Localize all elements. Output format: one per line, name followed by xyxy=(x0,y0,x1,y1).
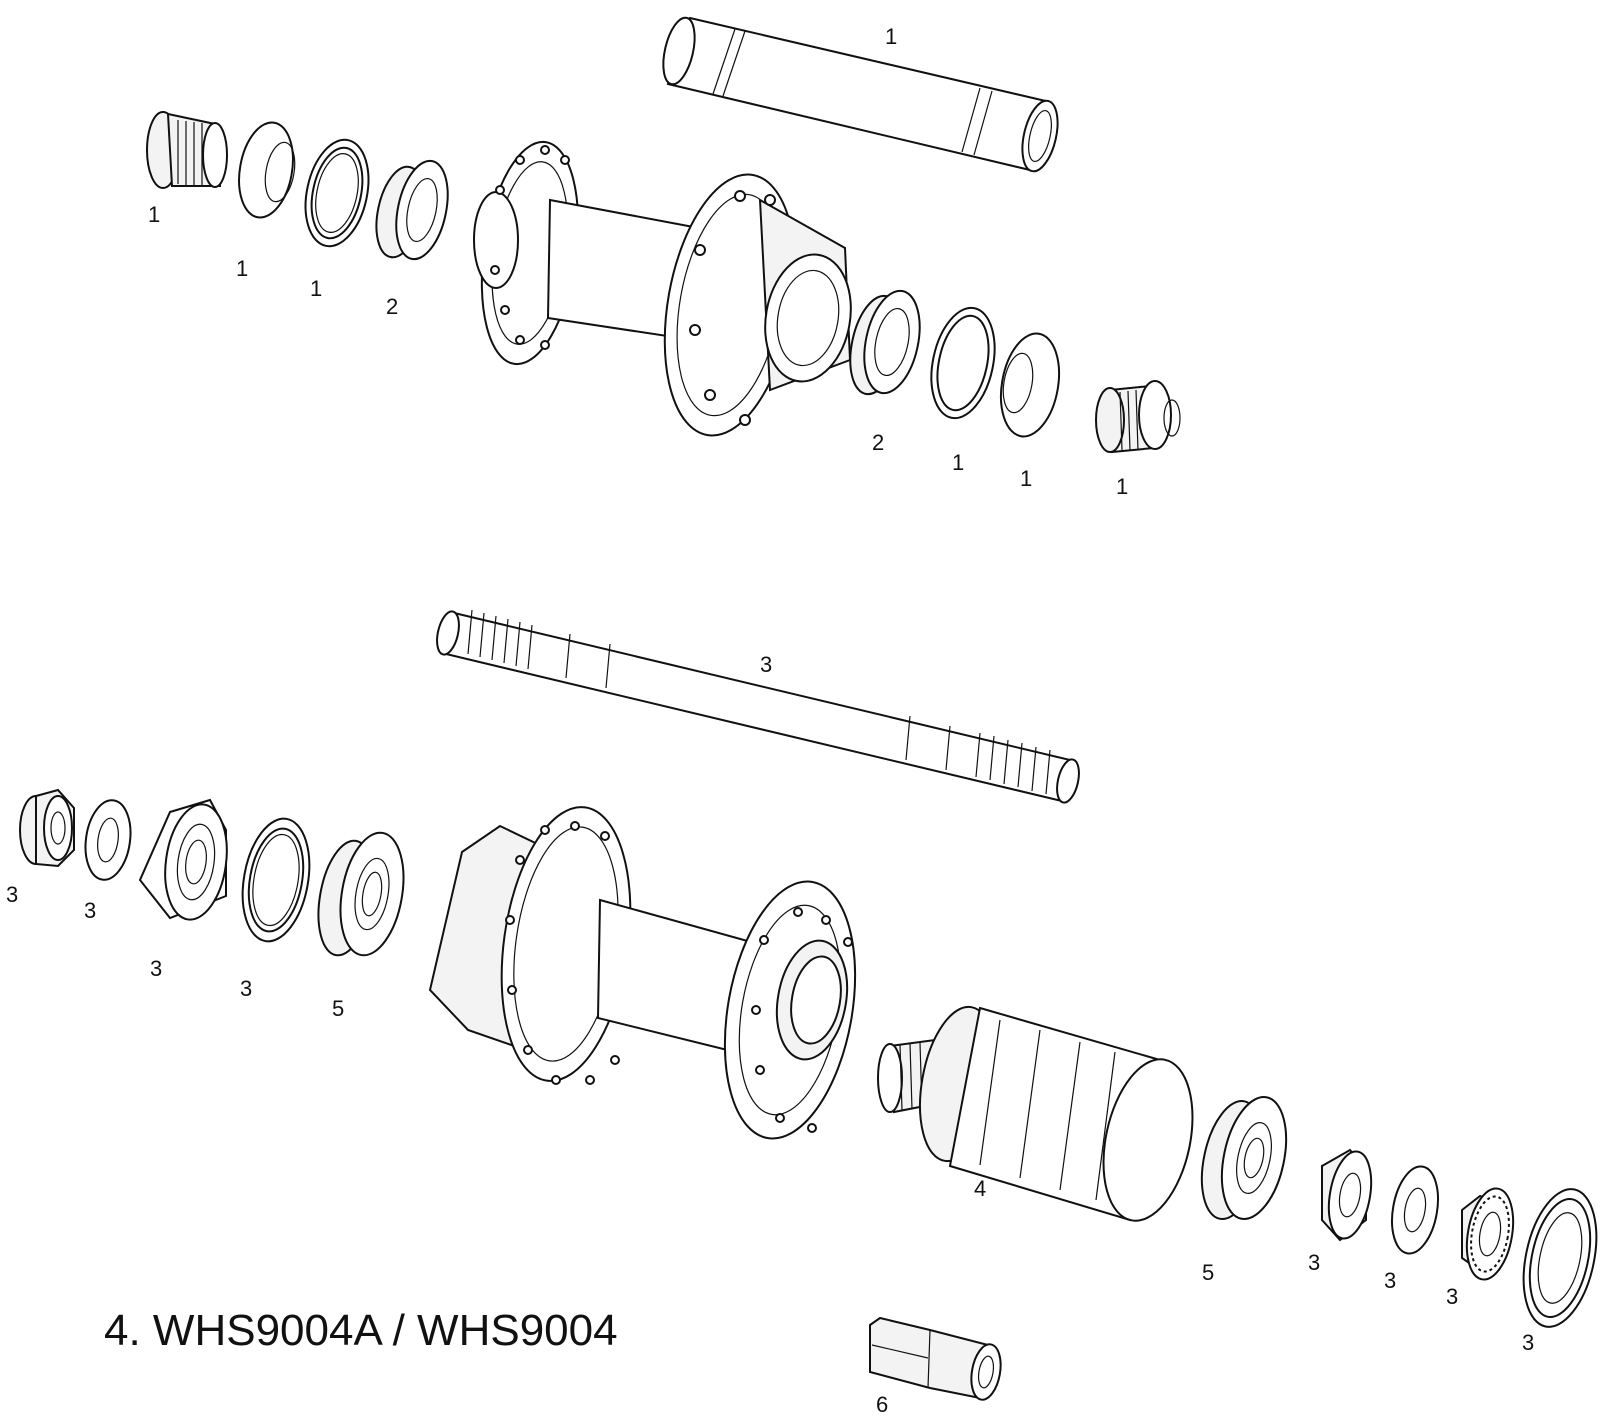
freehub-body xyxy=(877,1005,1194,1222)
rear-hub-body xyxy=(428,806,857,1140)
callout-rear-nut-left: 3 xyxy=(6,882,18,907)
front-axle xyxy=(662,16,1059,173)
front-bearing-left xyxy=(375,159,449,261)
front-bearing-right xyxy=(849,289,921,396)
rear-seal-right xyxy=(1522,1188,1598,1328)
callout-front-axle: 1 xyxy=(885,24,897,49)
callout-rear-washer-left: 3 xyxy=(84,898,96,923)
callout-rear-nut-right: 3 xyxy=(1308,1250,1320,1275)
callout-front-cone-right: 1 xyxy=(1020,466,1032,491)
front-cone-left xyxy=(238,121,296,219)
callout-front-endcap-left: 1 xyxy=(148,202,160,227)
rear-locknut-right xyxy=(1461,1187,1515,1281)
front-seal-left xyxy=(304,138,370,248)
callout-front-endcap-right: 1 xyxy=(1116,474,1128,499)
axle-tool xyxy=(869,1316,1002,1401)
callout-rear-locknut-right: 3 xyxy=(1446,1284,1458,1309)
callout-front-bearing-left: 2 xyxy=(386,294,398,319)
rear-cone-left xyxy=(138,798,228,921)
front-hub-body xyxy=(473,140,852,437)
callout-front-seal-left: 1 xyxy=(310,276,322,301)
callout-rear-bearing-right: 5 xyxy=(1202,1260,1214,1285)
rear-washer-right xyxy=(1391,1165,1439,1255)
front-cone-right xyxy=(999,332,1061,438)
callout-rear-seal-left: 3 xyxy=(240,976,252,1001)
rear-nut-right xyxy=(1321,1148,1373,1242)
rear-axle xyxy=(436,609,1080,804)
diagram-title: 4. WHS9004A / WHS9004 xyxy=(104,1306,618,1355)
callout-tool: 6 xyxy=(876,1392,888,1417)
rear-washer-left xyxy=(84,799,132,881)
front-endcap-right xyxy=(1095,380,1181,454)
front-seal-right xyxy=(930,306,996,420)
callout-freehub: 4 xyxy=(974,1176,986,1201)
front-endcap-left xyxy=(146,111,228,189)
rear-seal-left xyxy=(241,817,311,943)
rear-bearing-right xyxy=(1200,1096,1288,1220)
rear-nut-left xyxy=(19,788,75,868)
callout-front-seal-right: 1 xyxy=(952,450,964,475)
callout-front-cone-left: 1 xyxy=(236,256,248,281)
callout-rear-axle: 3 xyxy=(760,652,772,677)
rear-bearing-left xyxy=(317,831,405,957)
callout-rear-seal-right: 3 xyxy=(1522,1330,1534,1355)
callout-front-bearing-right: 2 xyxy=(872,430,884,455)
callout-rear-washer-right: 3 xyxy=(1384,1268,1396,1293)
callout-rear-cone-left: 3 xyxy=(150,956,162,981)
callout-rear-bearing-left: 5 xyxy=(332,996,344,1021)
